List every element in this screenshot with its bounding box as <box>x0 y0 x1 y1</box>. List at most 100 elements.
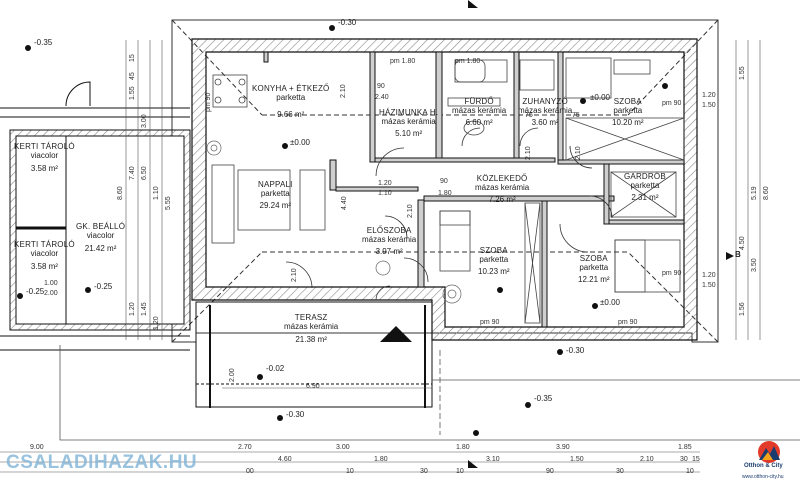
plants <box>206 140 462 304</box>
level-label: -0.30 <box>338 18 357 27</box>
dimension: 1.20 <box>129 302 136 316</box>
dimension: 2.10 <box>640 456 654 463</box>
window-mark: pm 90 <box>662 100 682 107</box>
level-label: ±0.00 <box>600 298 620 307</box>
level-label: -0.25 <box>26 287 45 296</box>
dimension: 1.55 <box>739 66 746 80</box>
dimension: 30 <box>616 468 624 475</box>
dimension: 2.10 <box>291 268 298 282</box>
interior-walls <box>263 51 685 328</box>
dimension: 2.10 <box>575 146 582 160</box>
level-markers <box>17 25 668 436</box>
dimension-lines <box>0 40 761 473</box>
entry-triangle <box>380 326 412 342</box>
dimension: 90 <box>440 178 448 185</box>
dimension: 8.60 <box>763 186 770 200</box>
dimension: 5.19 <box>751 186 758 200</box>
dimension: 30 <box>420 468 428 475</box>
brand-logo <box>758 441 780 463</box>
dimension: 1.10 <box>378 190 392 197</box>
dimension: 7.40 <box>129 166 136 180</box>
section-markers <box>468 0 734 468</box>
dimension: 90 <box>546 468 554 475</box>
dimension: 1.20 <box>702 272 716 279</box>
level-label: -0.30 <box>566 346 585 355</box>
level-label: ±0.00 <box>590 93 610 102</box>
level-label: -0.02 <box>266 364 285 373</box>
dimension: 6.50 <box>141 166 148 180</box>
dimension: 4.40 <box>341 196 348 210</box>
dimension: 2.10 <box>525 146 532 160</box>
dimension: 1.56 <box>739 302 746 316</box>
dimension: 15 <box>129 54 136 62</box>
dimension: 45 <box>129 72 136 80</box>
dimension: 1.10 <box>153 186 160 200</box>
terrace-outline <box>195 301 433 408</box>
window-mark: pm 1.80 <box>390 58 416 65</box>
dimension: 2.00 <box>229 368 236 382</box>
dimension: 10 <box>346 468 354 475</box>
dimension: 3.90 <box>556 444 570 451</box>
dimension: 10 <box>456 468 464 475</box>
dimension: 2.70 <box>238 444 252 451</box>
level-label: -0.35 <box>34 38 53 47</box>
dimension: 00 <box>246 468 254 475</box>
outbuilding <box>0 81 191 351</box>
dimension: 3.00 <box>336 444 350 451</box>
dimension: 4.60 <box>278 456 292 463</box>
dimension: 1.50 <box>702 282 716 289</box>
dimension: 15 <box>692 456 700 463</box>
dimension: 75 <box>525 112 533 119</box>
dimension: 1.50 <box>702 102 716 109</box>
section-mark-label: B <box>735 250 741 259</box>
dimension: 6.90 <box>306 383 320 390</box>
dimension: 1.80 <box>374 456 388 463</box>
site-lines <box>59 345 800 441</box>
dimension: 30 <box>680 456 688 463</box>
door-swings <box>285 127 613 301</box>
dimension: 3.50 <box>751 258 758 272</box>
level-label: -0.35 <box>534 394 553 403</box>
dimension: 1.20 <box>702 92 716 99</box>
window-mark: pm 90 <box>480 319 500 326</box>
window-mark: pm 90 <box>205 92 212 112</box>
level-label: -0.30 <box>286 410 305 419</box>
window-mark: pm 90 <box>618 319 638 326</box>
brand-url: www.otthon-city.hu <box>742 474 784 480</box>
brand-name: Otthon & City <box>744 463 783 469</box>
dimension: 2.10 <box>407 204 414 218</box>
dimension: 1.45 <box>141 302 148 316</box>
window-mark: pm 1.80 <box>455 58 481 65</box>
dimension: 8.60 <box>117 186 124 200</box>
dimension: 5.55 <box>165 196 172 210</box>
dimension: 1.80 <box>438 190 452 197</box>
dimension: 1.20 <box>153 316 160 330</box>
dimension: 9.00 <box>30 444 44 451</box>
dimension: 75 <box>572 112 580 119</box>
dimension: 1.85 <box>678 444 692 451</box>
dimension: 1.80 <box>456 444 470 451</box>
watermark: CSALADIHAZAK.HU <box>6 452 198 473</box>
dimension: 2.00 <box>44 290 58 297</box>
dimension: 3.10 <box>486 456 500 463</box>
level-label: ±0.00 <box>290 138 310 147</box>
dimension: 1.50 <box>570 456 584 463</box>
dimension: 1.20 <box>378 180 392 187</box>
dimension: 90 <box>377 83 385 90</box>
dimension: 4.50 <box>739 236 746 250</box>
